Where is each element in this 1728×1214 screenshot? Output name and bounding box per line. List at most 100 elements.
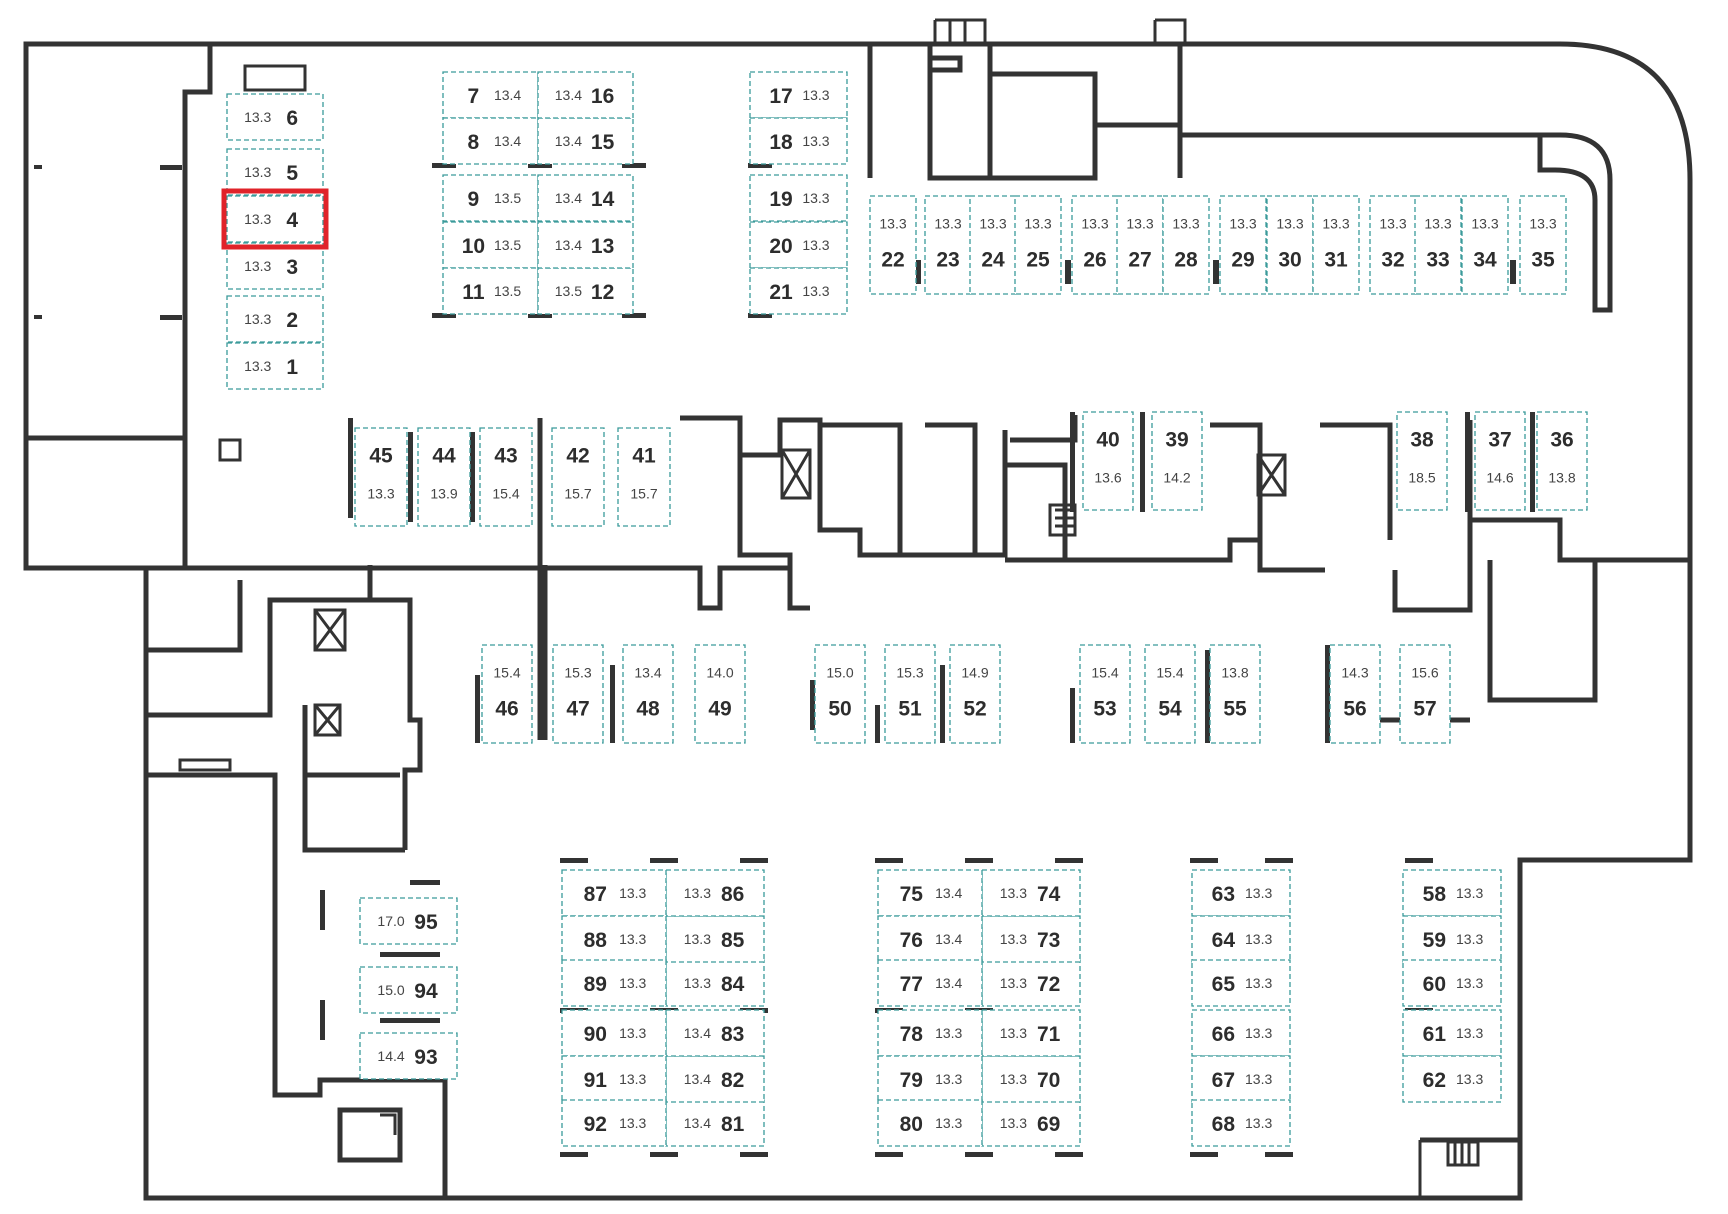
parking-spot-66[interactable]: 13.366	[1191, 1009, 1291, 1057]
spot-outline[interactable]	[1474, 411, 1526, 511]
spot-outline[interactable]	[561, 869, 667, 917]
spot-outline[interactable]	[226, 295, 324, 343]
spot-outline[interactable]	[617, 427, 671, 527]
parking-spot-88[interactable]: 13.388	[561, 915, 667, 963]
spot-outline[interactable]	[1402, 915, 1502, 963]
parking-spot-48[interactable]: 13.448	[622, 644, 674, 744]
spot-outline[interactable]	[551, 427, 605, 527]
spot-outline[interactable]	[924, 195, 972, 295]
spot-outline[interactable]	[1329, 644, 1381, 744]
spot-outline[interactable]	[1209, 644, 1261, 744]
spot-outline[interactable]	[1144, 644, 1196, 744]
spot-outline[interactable]	[1191, 959, 1291, 1007]
spot-outline[interactable]	[665, 915, 765, 963]
spot-outline[interactable]	[1082, 411, 1134, 511]
spot-outline[interactable]	[1071, 195, 1119, 295]
spot-outline[interactable]	[1162, 195, 1210, 295]
spot-outline[interactable]	[537, 221, 634, 269]
parking-spot-87[interactable]: 13.387	[561, 869, 667, 917]
parking-spot-11[interactable]: 13.511	[442, 267, 539, 315]
parking-spot-59[interactable]: 13.359	[1402, 915, 1502, 963]
parking-spot-37[interactable]: 14.637	[1474, 411, 1526, 511]
spot-outline[interactable]	[359, 1032, 458, 1080]
spot-outline[interactable]	[1191, 1055, 1291, 1103]
spot-outline[interactable]	[561, 1009, 667, 1057]
parking-spot-53[interactable]: 15.453	[1079, 644, 1131, 744]
spot-outline[interactable]	[1191, 915, 1291, 963]
parking-spot-36[interactable]: 13.836	[1536, 411, 1588, 511]
parking-spot-31[interactable]: 13.331	[1312, 195, 1360, 295]
parking-spot-8[interactable]: 13.48	[442, 117, 539, 165]
spot-outline[interactable]	[359, 897, 458, 945]
spot-outline[interactable]	[981, 915, 1081, 963]
spot-outline[interactable]	[877, 959, 983, 1007]
parking-spot-39[interactable]: 14.239	[1151, 411, 1203, 511]
parking-spot-77[interactable]: 13.477	[877, 959, 983, 1007]
parking-spot-51[interactable]: 15.351	[884, 644, 936, 744]
spot-outline[interactable]	[877, 869, 983, 917]
spot-outline[interactable]	[1312, 195, 1360, 295]
parking-spot-40[interactable]: 13.640	[1082, 411, 1134, 511]
parking-spot-57[interactable]: 15.657	[1399, 644, 1451, 744]
spot-outline[interactable]	[442, 71, 539, 119]
parking-spot-26[interactable]: 13.326	[1071, 195, 1119, 295]
parking-spot-55[interactable]: 13.855	[1209, 644, 1261, 744]
parking-spot-62[interactable]: 13.362	[1402, 1055, 1502, 1103]
spot-outline[interactable]	[1014, 195, 1062, 295]
spot-outline[interactable]	[442, 267, 539, 315]
spot-outline[interactable]	[359, 966, 458, 1014]
spot-outline[interactable]	[1396, 411, 1448, 511]
parking-spot-80[interactable]: 13.380	[877, 1099, 983, 1147]
spot-outline[interactable]	[1191, 1009, 1291, 1057]
spot-outline[interactable]	[1116, 195, 1164, 295]
parking-spot-33[interactable]: 13.333	[1414, 195, 1462, 295]
spot-outline[interactable]	[1191, 1099, 1291, 1147]
parking-spot-89[interactable]: 13.389	[561, 959, 667, 1007]
spot-outline[interactable]	[1219, 195, 1267, 295]
parking-spot-44[interactable]: 13.944	[417, 427, 471, 527]
spot-outline[interactable]	[749, 174, 848, 222]
parking-spot-18[interactable]: 13.318	[749, 117, 848, 165]
parking-spot-30[interactable]: 13.330	[1266, 195, 1314, 295]
spot-outline[interactable]	[537, 267, 634, 315]
parking-spot-76[interactable]: 13.476	[877, 915, 983, 963]
spot-outline[interactable]	[1399, 644, 1451, 744]
spot-outline[interactable]	[552, 644, 604, 744]
spot-outline[interactable]	[665, 959, 765, 1007]
spot-outline[interactable]	[1402, 1055, 1502, 1103]
parking-spot-9[interactable]: 13.59	[442, 174, 539, 222]
spot-outline[interactable]	[749, 267, 848, 315]
spot-outline[interactable]	[561, 1099, 667, 1147]
spot-outline[interactable]	[442, 117, 539, 165]
parking-spot-10[interactable]: 13.510	[442, 221, 539, 269]
parking-spot-21[interactable]: 13.321	[749, 267, 848, 315]
parking-spot-52[interactable]: 14.952	[949, 644, 1001, 744]
parking-spot-58[interactable]: 13.358	[1402, 869, 1502, 917]
parking-spot-35[interactable]: 13.335	[1519, 195, 1567, 295]
spot-outline[interactable]	[1402, 959, 1502, 1007]
spot-outline[interactable]	[749, 221, 848, 269]
spot-outline[interactable]	[1079, 644, 1131, 744]
spot-outline[interactable]	[226, 93, 324, 141]
spot-outline[interactable]	[226, 195, 324, 243]
parking-spot-50[interactable]: 15.050	[814, 644, 866, 744]
spot-outline[interactable]	[561, 1055, 667, 1103]
spot-outline[interactable]	[1369, 195, 1417, 295]
parking-spot-38[interactable]: 18.538	[1396, 411, 1448, 511]
spot-outline[interactable]	[479, 427, 533, 527]
spot-outline[interactable]	[814, 644, 866, 744]
